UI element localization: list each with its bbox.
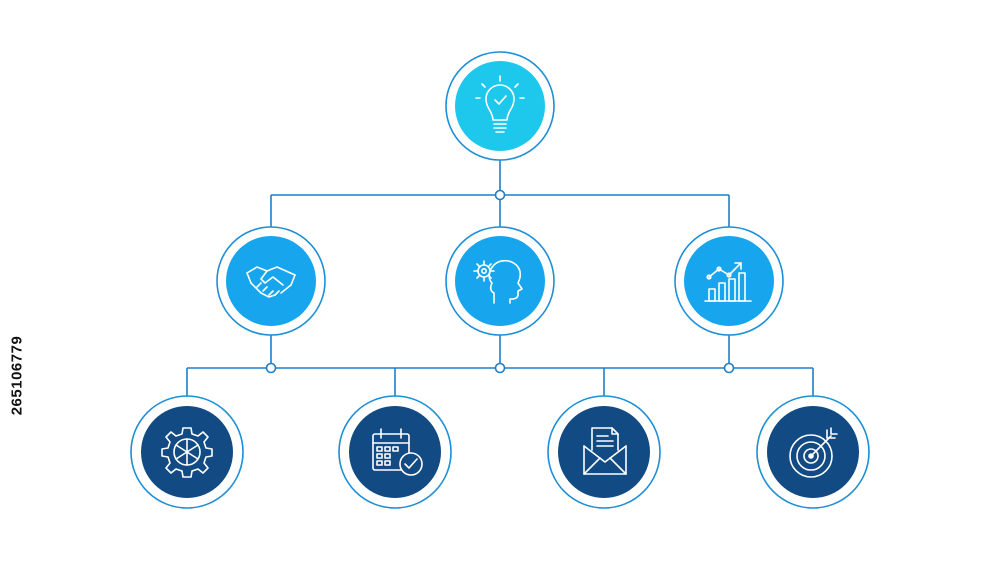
node-top (445, 51, 555, 161)
node-disc (349, 406, 441, 498)
lightbulb-check-icon (475, 75, 525, 133)
handshake-icon (246, 266, 296, 298)
target-arrow-icon (789, 427, 838, 478)
envelope-document-icon (583, 427, 627, 475)
node-middle-2 (445, 226, 555, 336)
node-disc (558, 406, 650, 498)
calendar-check-icon (372, 428, 423, 476)
node-bottom-2 (338, 395, 452, 509)
node-disc (226, 236, 316, 326)
node-bottom-1 (130, 395, 244, 509)
node-middle-3 (674, 226, 784, 336)
gear-icon (161, 427, 213, 478)
head-gear-icon (473, 259, 523, 304)
junction-dot-right (723, 362, 735, 374)
node-bottom-3 (547, 395, 661, 509)
stock-id-text: 265106779 (8, 335, 26, 415)
junctions (265, 189, 735, 374)
node-disc (455, 61, 545, 151)
node-disc (455, 236, 545, 326)
node-disc (767, 406, 859, 498)
stock-id-watermark: 265106779 (4, 300, 30, 450)
growth-chart-icon (704, 262, 752, 302)
gear-small-icon (473, 260, 495, 282)
junction-dot-center (494, 362, 506, 374)
junction-dot-left (265, 362, 277, 374)
node-bottom-4 (756, 395, 870, 509)
junction-dot-top (494, 189, 506, 201)
node-middle-1 (216, 226, 326, 336)
